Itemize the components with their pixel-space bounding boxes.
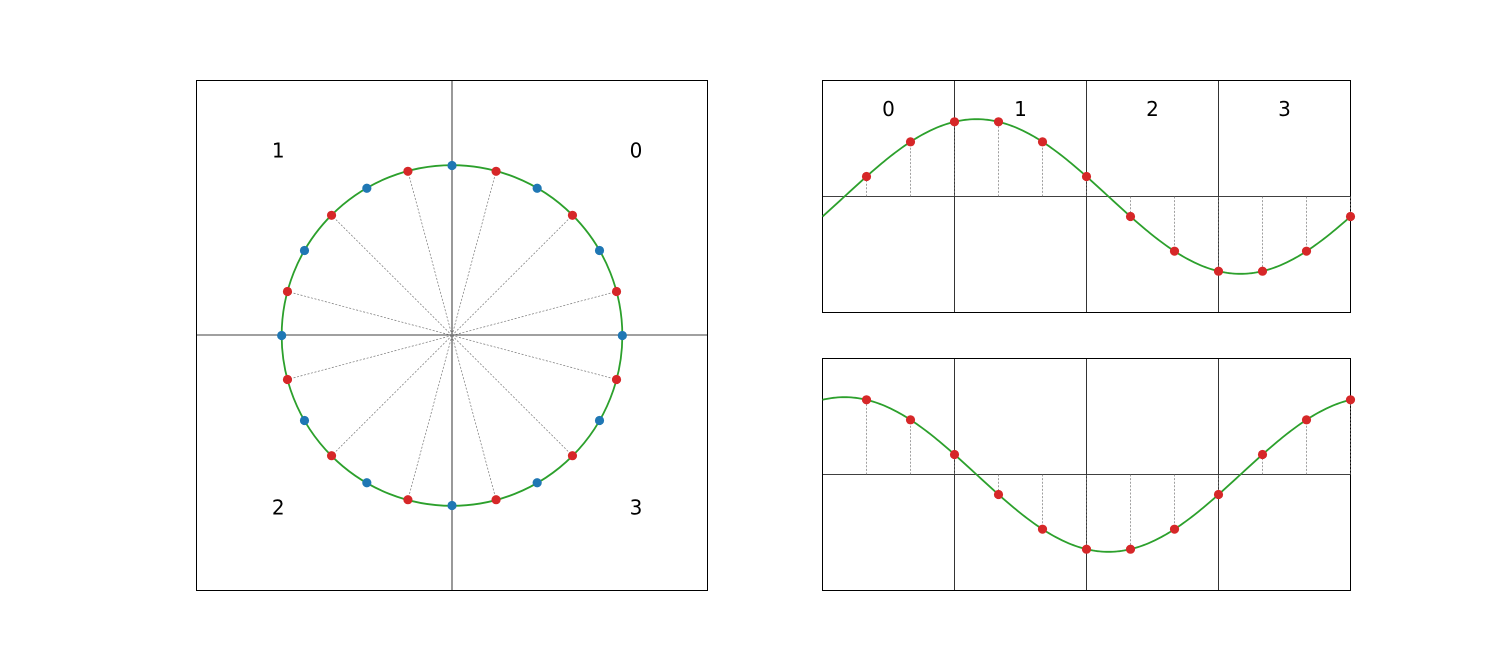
cos-sample-point: [1257, 449, 1268, 460]
radius-guide: [451, 171, 497, 336]
sine-sample-point: [1257, 266, 1268, 276]
radius-guide: [451, 215, 573, 336]
cos-sample-point: [993, 489, 1004, 500]
red-circle-point: [403, 166, 413, 176]
sine-sample-point: [905, 137, 916, 147]
red-circle-point: [491, 166, 501, 176]
cos-sample-point: [861, 395, 872, 405]
radius-guide: [287, 291, 453, 336]
sine-panel: 0 1 2 3: [821, 80, 1356, 313]
quadrant-labels: 0 1 2 3: [272, 138, 642, 519]
unit-circle-panel: 0 1 2 3: [196, 80, 708, 591]
cos-sample-point: [949, 449, 960, 460]
quadrant-label-1: 1: [272, 138, 285, 162]
blue-circle-point: [299, 245, 310, 256]
quadrant-label-0: 0: [630, 138, 643, 162]
sine-sample-point: [949, 117, 960, 127]
cos-sample-point: [905, 415, 916, 425]
cosine-points: [861, 395, 1356, 554]
cos-sample-point: [1345, 395, 1356, 405]
red-circle-point: [567, 210, 578, 220]
cos-sample-point: [1125, 544, 1136, 554]
column-label-2: 2: [1146, 97, 1159, 121]
cosine-panel: [822, 358, 1356, 591]
quadrant-label-3: 3: [630, 495, 643, 519]
blue-circle-point: [362, 183, 372, 193]
sine-sample-point: [993, 117, 1004, 127]
blue-circle-point: [594, 245, 605, 256]
sine-sample-point: [1301, 246, 1312, 256]
unit-circle-points: [277, 160, 627, 511]
radius-guide: [331, 335, 453, 456]
column-label-3: 3: [1278, 97, 1291, 121]
sine-points: [861, 117, 1356, 276]
cos-sample-point: [1169, 524, 1180, 534]
cos-sample-point: [1213, 489, 1224, 500]
column-label-1: 1: [1014, 97, 1027, 121]
cosine-guides: [866, 399, 1351, 550]
blue-circle-point: [532, 183, 542, 193]
cos-sample-point: [1081, 544, 1092, 554]
column-label-0: 0: [882, 97, 895, 121]
unit-circle-guides: [287, 171, 617, 500]
red-circle-point: [282, 374, 293, 385]
sine-sample-point: [1345, 211, 1356, 222]
red-circle-point: [491, 495, 501, 505]
blue-circle-point: [362, 478, 372, 488]
red-circle-point: [326, 451, 337, 461]
red-circle-point: [611, 286, 622, 297]
red-circle-point: [403, 495, 413, 505]
sine-sample-point: [1081, 171, 1092, 182]
quadrant-label-2: 2: [272, 495, 285, 519]
radius-guide: [451, 335, 573, 456]
sine-column-labels: 0 1 2 3: [882, 97, 1291, 121]
red-circle-point: [611, 374, 622, 385]
radius-guide: [451, 335, 617, 380]
sine-sample-point: [861, 171, 872, 182]
radius-guide: [451, 291, 617, 336]
red-circle-point: [326, 210, 337, 220]
radius-guide: [407, 335, 453, 500]
red-circle-point: [567, 451, 578, 461]
blue-circle-point: [277, 330, 287, 341]
blue-circle-point: [447, 500, 457, 511]
sine-sample-point: [1169, 246, 1180, 256]
blue-circle-point: [299, 415, 310, 426]
radius-guide: [407, 171, 453, 336]
sine-sample-point: [1037, 137, 1048, 147]
blue-circle-point: [447, 160, 457, 171]
radius-guide: [451, 335, 497, 500]
blue-circle-point: [617, 330, 627, 341]
cos-sample-point: [1301, 415, 1312, 425]
radius-guide: [287, 335, 453, 380]
blue-circle-point: [594, 415, 605, 426]
sine-guides: [866, 121, 1351, 272]
red-circle-point: [282, 286, 293, 297]
sine-sample-point: [1213, 266, 1224, 276]
sine-sample-point: [1125, 211, 1136, 222]
blue-circle-point: [532, 478, 542, 488]
radius-guide: [331, 215, 453, 336]
cos-sample-point: [1037, 524, 1048, 534]
